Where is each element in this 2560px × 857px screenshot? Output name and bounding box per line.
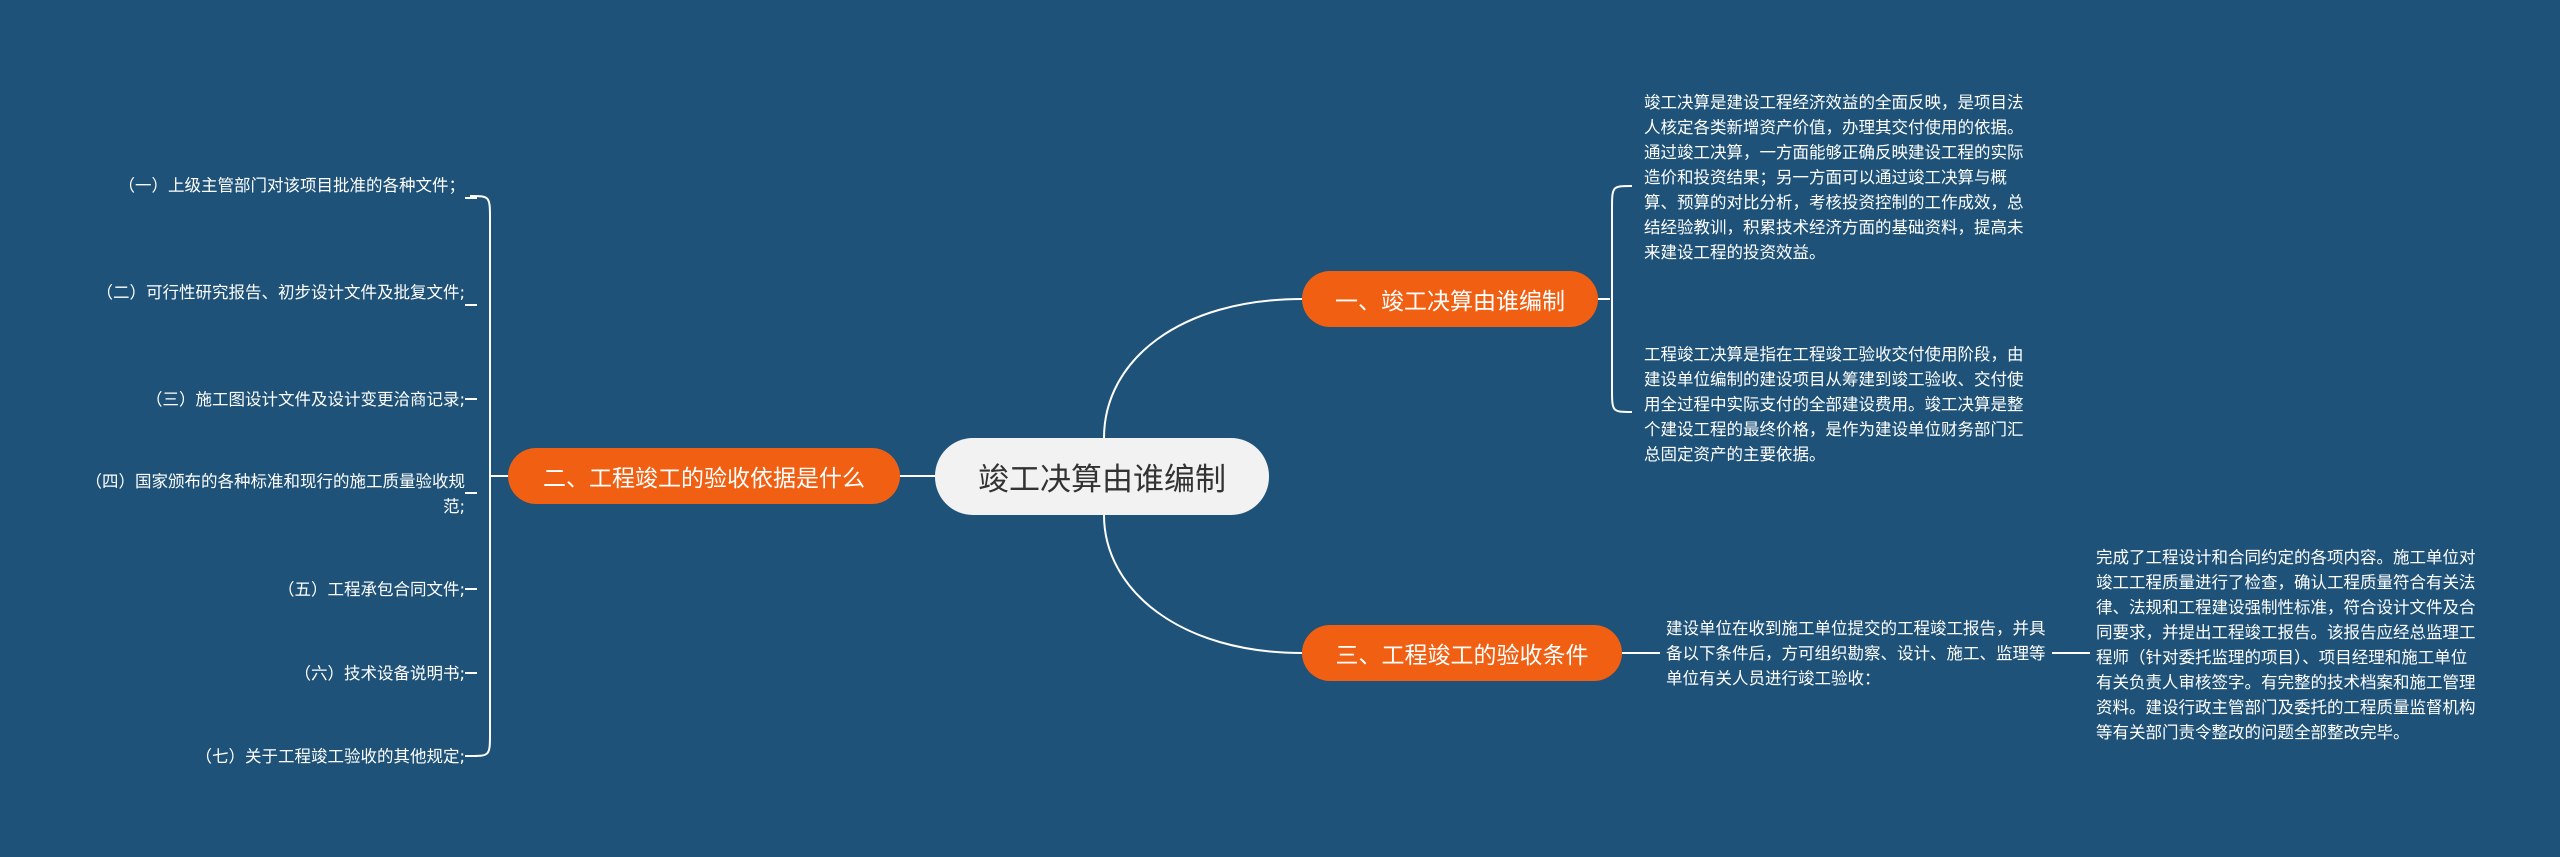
b3-item-4: （四）国家颁布的各种标准和现行的施工质量验收规范; bbox=[85, 472, 466, 516]
b3-item-2: （二）可行性研究报告、初步设计文件及批复文件; bbox=[96, 283, 465, 302]
link-root-b1 bbox=[1103, 298, 1303, 439]
branch-b3-label: 二、工程竣工的验收依据是什么 bbox=[543, 466, 865, 492]
b3-item-3: （三）施工图设计文件及设计变更洽商记录; bbox=[145, 390, 465, 409]
b2-child-text: 建设单位在收到施工单位提交的工程竣工报告，并具备以下条件后，方可组织勘察、设计、… bbox=[1666, 619, 2046, 688]
b3-bracket bbox=[469, 195, 491, 757]
branch-b3[interactable]: 二、工程竣工的验收依据是什么 bbox=[508, 448, 900, 504]
b1-note-2: 工程竣工决算是指在工程竣工验收交付使用阶段，由建设单位编制的建设项目从筹建到竣工… bbox=[1644, 345, 2024, 464]
b3-item-6: （六）技术设备说明书; bbox=[294, 664, 465, 683]
branch-b1[interactable]: 一、竣工决算由谁编制 bbox=[1302, 271, 1598, 327]
branch-b2[interactable]: 三、工程竣工的验收条件 bbox=[1302, 625, 1622, 681]
branch-b2-label: 三、工程竣工的验收条件 bbox=[1335, 643, 1589, 669]
root-topic[interactable]: 竣工决算由谁编制 bbox=[935, 438, 1269, 515]
b3-item-7: （七）关于工程竣工验收的其他规定; bbox=[195, 747, 465, 766]
b3-item-5: （五）工程承包合同文件; bbox=[277, 580, 465, 599]
branch-b1-label: 一、竣工决算由谁编制 bbox=[1335, 289, 1565, 315]
b1-bracket bbox=[1611, 185, 1633, 413]
b1-note-1: 竣工决算是建设工程经济效益的全面反映，是项目法人核定各类新增资产价值，办理其交付… bbox=[1644, 93, 2024, 262]
link-root-b2 bbox=[1103, 514, 1303, 654]
b3-item-1: （一）上级主管部门对该项目批准的各种文件； bbox=[118, 176, 466, 195]
root-topic-label: 竣工决算由谁编制 bbox=[978, 462, 1226, 498]
b2-grandchild-text: 完成了工程设计和合同约定的各项内容。施工单位对竣工工程质量进行了检查，确认工程质… bbox=[2096, 548, 2476, 742]
